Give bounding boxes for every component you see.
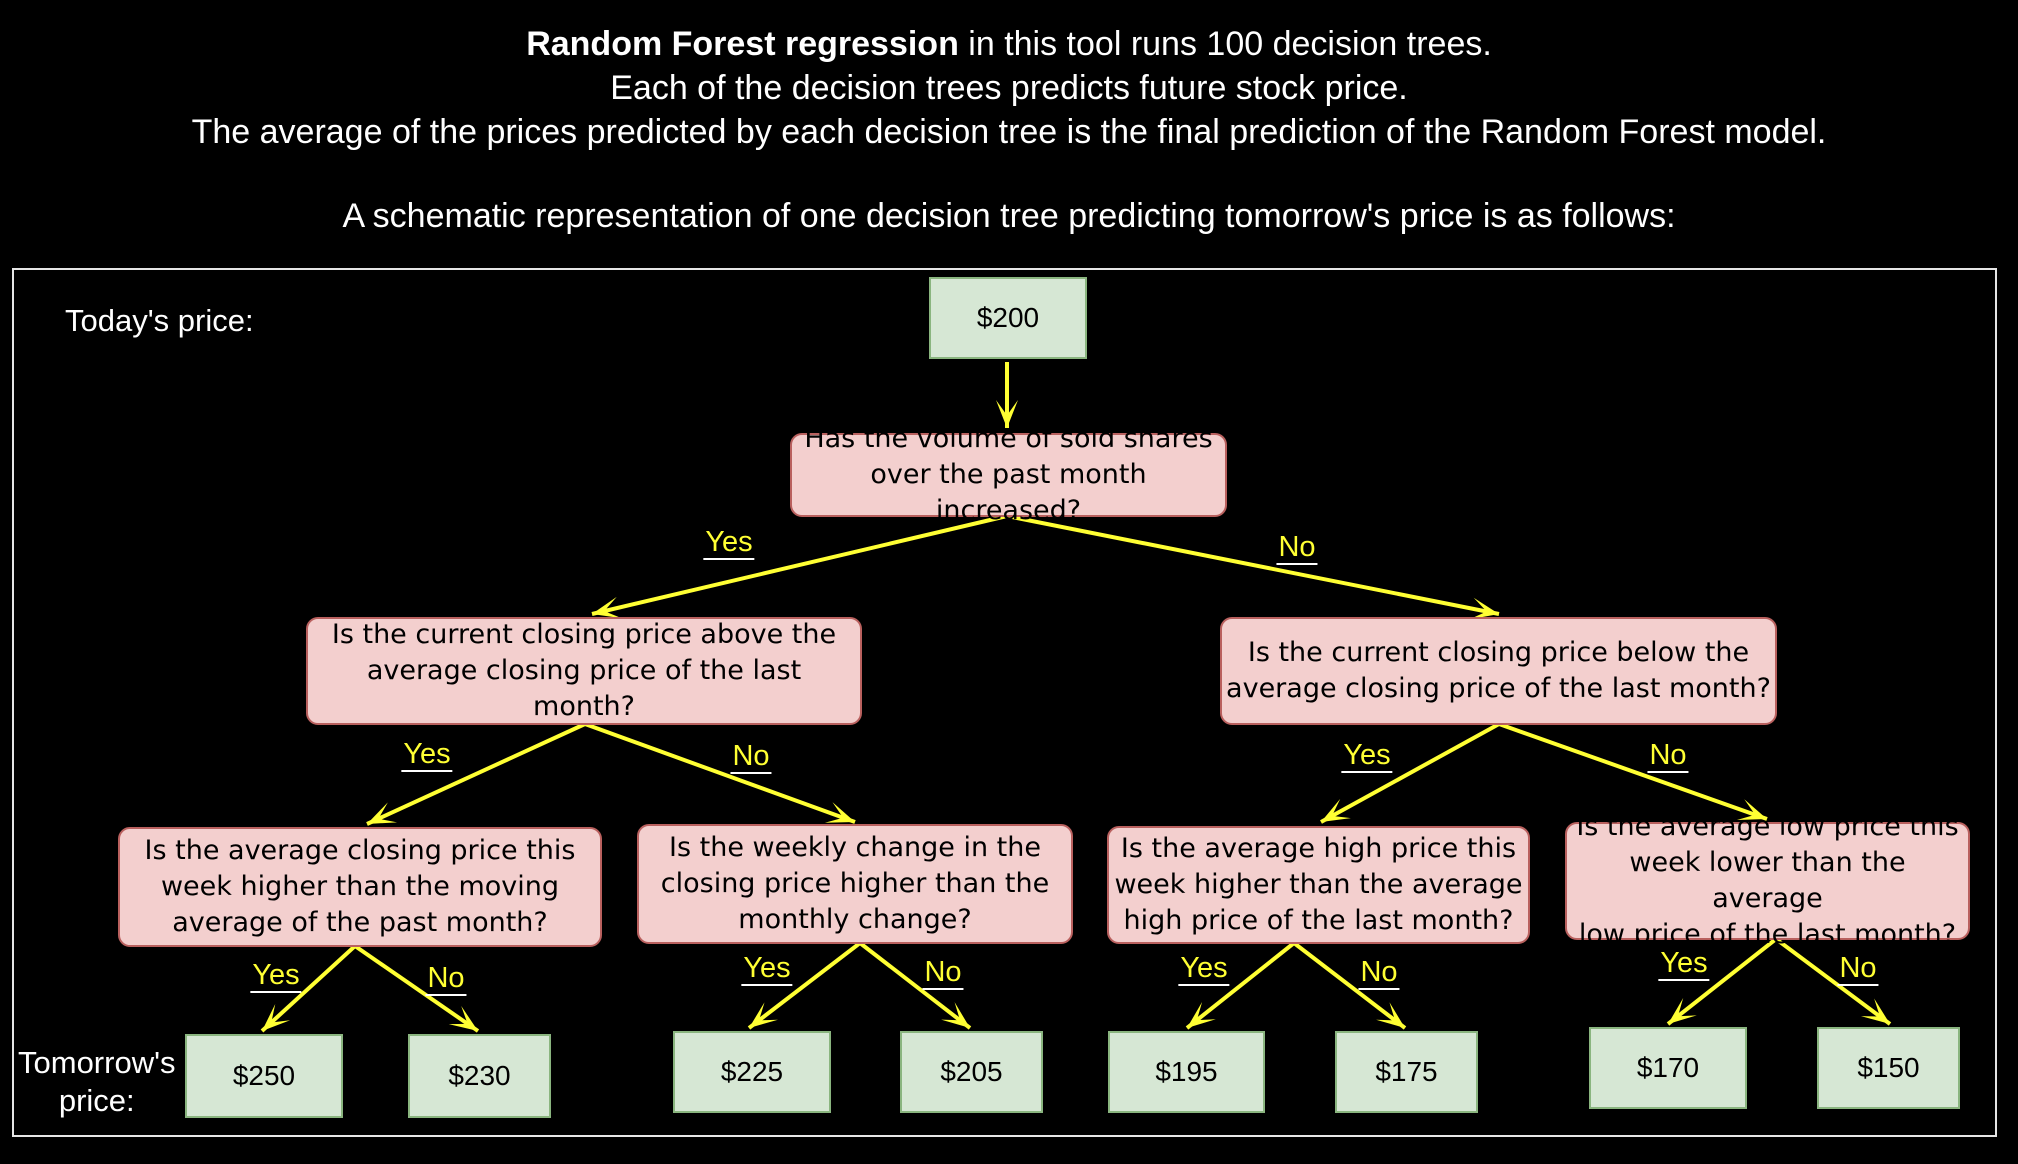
arrowhead-icon: [592, 596, 622, 619]
question-right-line: Is the current closing price below the: [1247, 637, 1750, 668]
leaf-price: $170: [1589, 1027, 1747, 1109]
question-ll-line: Is the average closing price this: [144, 835, 576, 866]
tree-edge-line: [1498, 722, 1768, 821]
leaf-price: $150: [1817, 1027, 1960, 1109]
question-right: Is the current closing price below the av…: [1220, 617, 1777, 725]
tree-edge-line: [1774, 937, 1892, 1026]
tomorrows-price-label-line1: Tomorrow's: [18, 1045, 176, 1080]
tomorrows-price-label-line2: price:: [58, 1083, 135, 1118]
tree-edge-line: [858, 941, 972, 1030]
question-left: Is the current closing price above the av…: [306, 617, 862, 725]
tree-edge-line: [1320, 722, 1500, 824]
tree-edge-line: [260, 944, 357, 1033]
todays-price-label: Today's price:: [65, 303, 254, 338]
question-root-line: Has the volume of sold shares: [804, 423, 1213, 454]
question-left-right: Is the weekly change in the closing price…: [637, 824, 1073, 944]
leaf-price: $230: [408, 1034, 551, 1118]
header-line-1: Random Forest regression in this tool ru…: [0, 22, 2018, 66]
edge-label-no: No: [425, 962, 467, 996]
header-bold-title: Random Forest regression: [526, 25, 959, 63]
leaf-price-value: $175: [1375, 1056, 1438, 1087]
leaf-price: $175: [1335, 1031, 1478, 1113]
leaf-price-value: $230: [448, 1060, 511, 1091]
arrowhead-icon: [367, 802, 398, 824]
header-text: Random Forest regression in this tool ru…: [0, 22, 2018, 238]
question-rl-line: Is the average high price this: [1120, 833, 1517, 864]
edge-label-no: No: [922, 956, 964, 990]
tree-edge-line: [1666, 937, 1778, 1026]
arrowhead-icon: [448, 1006, 478, 1031]
edge-label-no: No: [1647, 739, 1689, 773]
question-right-line: average closing price of the last month?: [1226, 673, 1771, 704]
question-rr-line: low price of the last month?: [1578, 919, 1957, 950]
question-root-line: over the past month increased?: [870, 459, 1147, 526]
leaf-price-value: $250: [232, 1060, 296, 1091]
arrowhead-icon: [941, 1002, 970, 1028]
edge-label-yes: Yes: [1658, 947, 1710, 981]
question-lr-line: Is the weekly change in the: [669, 832, 1041, 863]
header-line-2: Each of the decision trees predicts futu…: [610, 69, 1408, 107]
tree-edge-line: [747, 941, 862, 1030]
question-left-left: Is the average closing price this week hi…: [118, 827, 602, 947]
tree-edge-line: [584, 722, 856, 824]
edge-label-yes: Yes: [703, 526, 755, 560]
question-rr-line: Is the average low price this: [1576, 811, 1959, 842]
leaf-price-value: $205: [940, 1056, 1003, 1087]
arrowhead-icon: [749, 1002, 778, 1028]
header-line-4: A schematic representation of one decisi…: [342, 197, 1676, 235]
leaf-price-value: $195: [1155, 1056, 1218, 1087]
question-rl-line: high price of the last month?: [1123, 905, 1514, 936]
header-line-1-rest: in this tool runs 100 decision trees.: [958, 25, 1492, 63]
root-price-box: $200: [929, 277, 1087, 359]
question-left-line: average closing price of the last month?: [366, 655, 802, 722]
question-right-left: Is the average high price this week highe…: [1107, 826, 1530, 944]
tree-edge-line: [353, 944, 480, 1033]
edge-label-no: No: [1358, 956, 1400, 990]
root-price-value: $200: [976, 302, 1040, 333]
question-lr-line: closing price higher than the: [660, 868, 1050, 899]
leaf-price: $195: [1108, 1031, 1265, 1113]
arrowhead-icon: [1321, 798, 1351, 822]
tomorrows-price-label: Tomorrow's price:: [18, 1044, 176, 1120]
edge-label-yes: Yes: [1178, 952, 1230, 986]
question-ll-line: average of the past month?: [172, 907, 548, 938]
arrowhead-icon: [1187, 1001, 1216, 1028]
arrowhead-icon: [1376, 1002, 1405, 1028]
question-rl-line: week higher than the average: [1114, 869, 1523, 900]
tree-edge-line: [1185, 941, 1296, 1030]
leaf-price-value: $150: [1857, 1052, 1920, 1083]
question-root: Has the volume of sold shares over the pa…: [790, 423, 1227, 526]
edge-label-yes: Yes: [250, 959, 302, 993]
question-ll-line: week higher than the moving: [160, 871, 560, 902]
leaf-price: $250: [185, 1034, 343, 1118]
arrowhead-icon: [1668, 998, 1697, 1024]
leaf-price: $225: [673, 1031, 831, 1113]
tree-edge-line: [1292, 941, 1407, 1030]
tree-edge-line: [1006, 514, 1500, 616]
leaf-price-value: $170: [1636, 1052, 1700, 1083]
tree-edge-line: [366, 722, 586, 826]
tree-edge-line: [591, 514, 1008, 616]
arrowhead-icon: [1736, 799, 1767, 821]
edge-label-yes: Yes: [741, 952, 793, 986]
edge-label-no: No: [1837, 952, 1879, 986]
edge-label-no: No: [730, 740, 772, 774]
leaf-price-value: $225: [720, 1056, 784, 1087]
question-left-line: Is the current closing price above the: [331, 619, 837, 650]
arrowhead-icon: [824, 802, 855, 823]
question-rr-line: week lower than the average: [1629, 847, 1906, 914]
arrowhead-icon: [262, 1003, 291, 1031]
arrowhead-icon: [996, 400, 1018, 428]
arrowhead-icon: [1469, 597, 1499, 620]
edge-label-no: No: [1276, 531, 1318, 565]
arrowhead-icon: [1860, 998, 1890, 1024]
question-right-right: Is the average low price this week lower …: [1565, 811, 1970, 950]
edge-label-yes: Yes: [1341, 739, 1393, 773]
header-line-3: The average of the prices predicted by e…: [191, 113, 1827, 151]
diagram-frame: [12, 268, 1997, 1137]
leaf-price: $205: [900, 1031, 1043, 1113]
edge-label-yes: Yes: [401, 738, 453, 772]
question-lr-line: monthly change?: [738, 904, 972, 935]
